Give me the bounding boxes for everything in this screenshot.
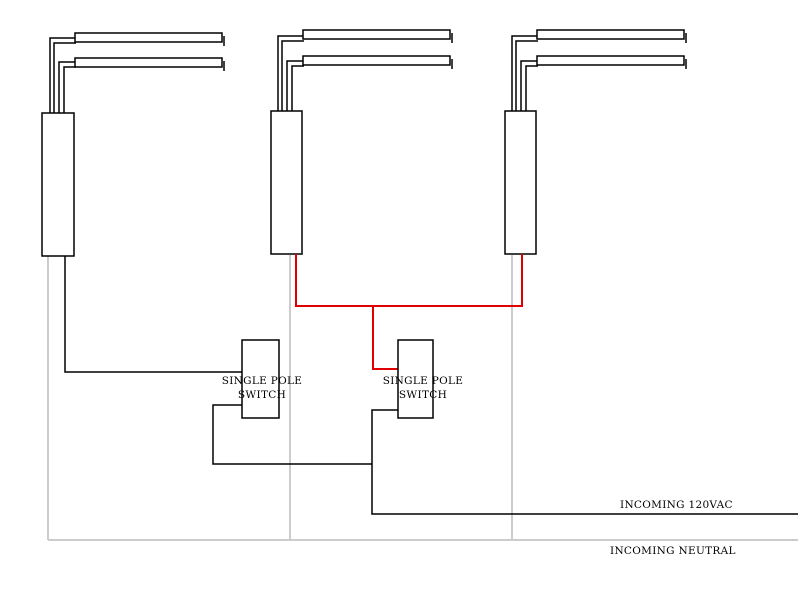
switched-wire-fixture-1 [64, 256, 242, 373]
fluorescent-lamp-tube [302, 29, 451, 40]
ballast-box [270, 110, 303, 255]
switch-label-line1: SINGLE POLE [383, 375, 464, 387]
neutral-wiring [47, 255, 798, 541]
switch-label-line1: SINGLE POLE [222, 375, 303, 387]
switch-label-line2: SWITCH [399, 389, 447, 401]
switch-box [241, 339, 280, 419]
lamp-leads [511, 35, 538, 111]
switch-1-feed [212, 404, 372, 465]
single-pole-switch-1: SINGLE POLE SWITCH [222, 339, 303, 419]
hot-wiring [64, 256, 798, 515]
switch-label-line2: SWITCH [238, 389, 286, 401]
fluorescent-lamp-tube [536, 29, 685, 40]
switched-wire-to-switch-2 [372, 306, 398, 370]
fluorescent-lamp-tube [74, 57, 223, 68]
fluorescent-lamp-tube [536, 55, 685, 66]
fluorescent-lamp-tube [74, 32, 223, 43]
incoming-hot-label: INCOMING 120VAC [620, 499, 733, 511]
switch-2-feed [371, 409, 798, 515]
lamp-leads [49, 37, 76, 113]
single-pole-switch-2: SINGLE POLE SWITCH [383, 339, 464, 419]
fluorescent-lamp-tube [302, 55, 451, 66]
light-fixture-3 [504, 29, 687, 255]
light-fixture-1 [41, 32, 225, 257]
incoming-neutral-label: INCOMING NEUTRAL [610, 545, 736, 557]
ballast-box [504, 110, 537, 255]
switched-hot-wiring [295, 254, 523, 370]
switched-wire-fixtures-2-3 [295, 254, 523, 307]
lamp-leads [277, 35, 304, 111]
light-fixture-2 [270, 29, 453, 255]
switch-box [397, 339, 434, 419]
ballast-box [41, 112, 75, 257]
